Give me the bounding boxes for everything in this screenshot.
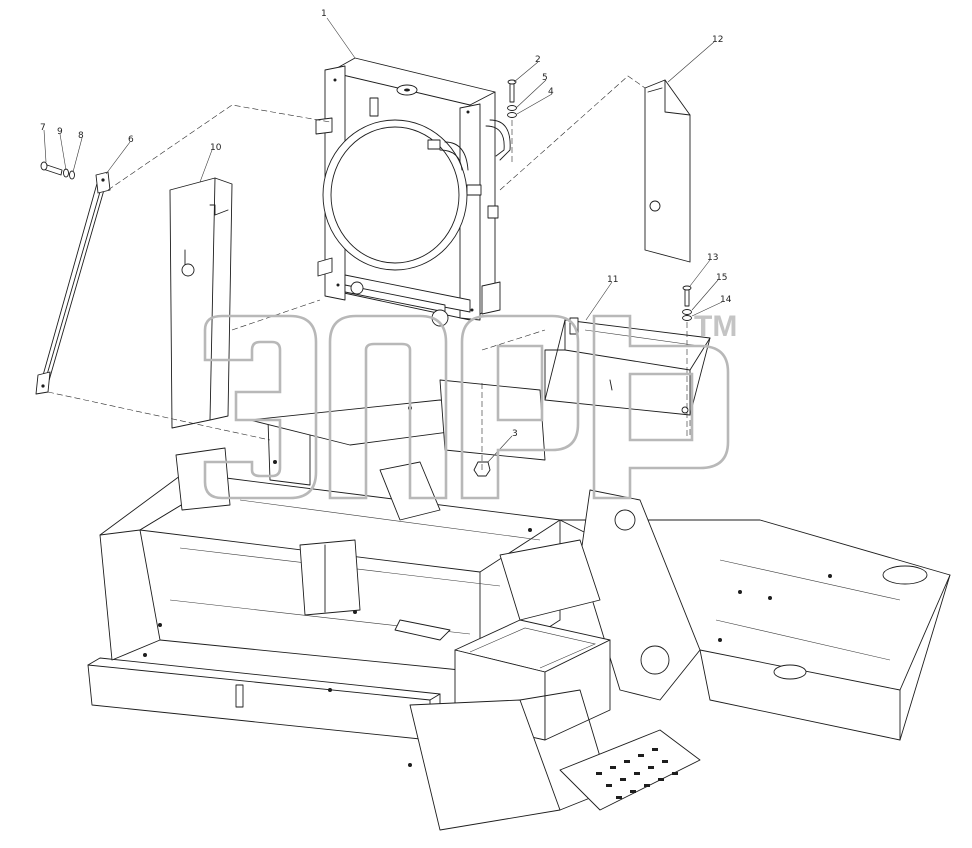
callout-label: 14 [720, 295, 732, 305]
callout-label: 7 [40, 123, 46, 133]
chassis-frame [87, 379, 951, 831]
callout-label: 10 [210, 143, 222, 153]
side-panel-12 [644, 79, 691, 263]
callout-label: 8 [78, 131, 84, 141]
callout-label: 9 [57, 127, 63, 137]
callout-label: 13 [707, 253, 718, 263]
tie-rod-6 [35, 171, 111, 395]
callout-label: 2 [535, 55, 541, 65]
callout-label: 6 [128, 135, 134, 145]
leader-lines [43, 17, 723, 463]
callout-label: 4 [548, 87, 554, 97]
callout-label: 11 [607, 275, 618, 285]
radiator-assembly [315, 57, 511, 327]
callout-label: 3 [512, 429, 518, 439]
callout-label: 12 [712, 35, 723, 45]
watermark-trademark: TM [694, 310, 737, 343]
callout-label: 5 [542, 73, 548, 83]
watermark-logo: TM [203, 310, 737, 500]
side-panel-10 [169, 177, 233, 429]
bottom-tray-11 [544, 317, 711, 416]
callout-labels: 1 2 5 4 12 7 9 8 6 10 13 15 14 11 3 [40, 9, 732, 439]
fasteners [40, 79, 692, 477]
callout-label: 15 [716, 273, 727, 283]
callout-label: 1 [321, 9, 327, 19]
